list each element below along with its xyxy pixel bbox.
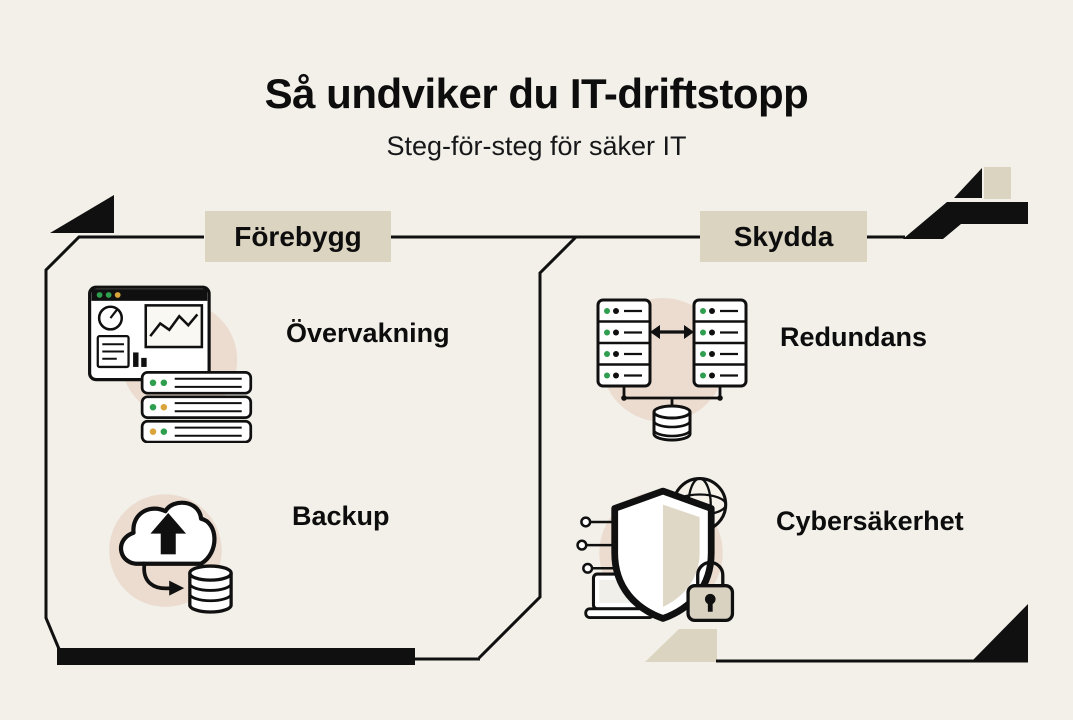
browser-window-icon [88,285,211,382]
small-triangle-top-right [954,168,982,198]
bottom-bar-left [57,648,415,665]
monitoring-dashboard-icon [88,285,253,443]
item-redundancy: Redundans [578,284,927,446]
shield-icon [611,487,715,622]
item-label: Cybersäkerhet [776,505,964,536]
cloud-backup-icon [109,494,233,614]
padlock-icon [686,560,735,623]
item-label: Redundans [780,321,928,352]
corner-triangle-bottom-right [972,604,1028,661]
angled-band-top-right [903,202,1028,239]
server-redundancy-icon [596,298,748,442]
item-label: Backup [292,500,390,531]
section-label-skydda: Skydda [700,211,867,262]
line-chart-icon [144,304,204,349]
beige-square-top-right [984,167,1011,199]
item-label: Övervakning [286,318,450,348]
beige-chevron-bottom [645,629,717,662]
item-cybersecurity: Cybersäkerhet [574,466,964,632]
page-subtitle: Steg-för-steg för säker IT [386,131,687,161]
double-arrow-icon [650,325,694,339]
page-title: Så undviker du IT-driftstopp [264,70,809,117]
section-label-forebygg: Förebygg [205,211,391,262]
server-stack-icon [140,371,253,443]
circuit-nodes-icon [576,516,619,574]
database-icon [188,564,233,614]
corner-triangle-top-left [50,195,114,233]
connector-lines [621,386,723,406]
server-rack-left-icon [596,298,652,388]
upload-arrow-icon [150,513,187,555]
database-icon [652,404,692,442]
curved-arrow-icon [142,561,185,596]
item-monitoring: Övervakning [86,280,450,443]
item-backup: Backup [92,468,390,620]
server-rack-right-icon [692,298,748,388]
cybersecurity-shield-icon [576,477,735,623]
